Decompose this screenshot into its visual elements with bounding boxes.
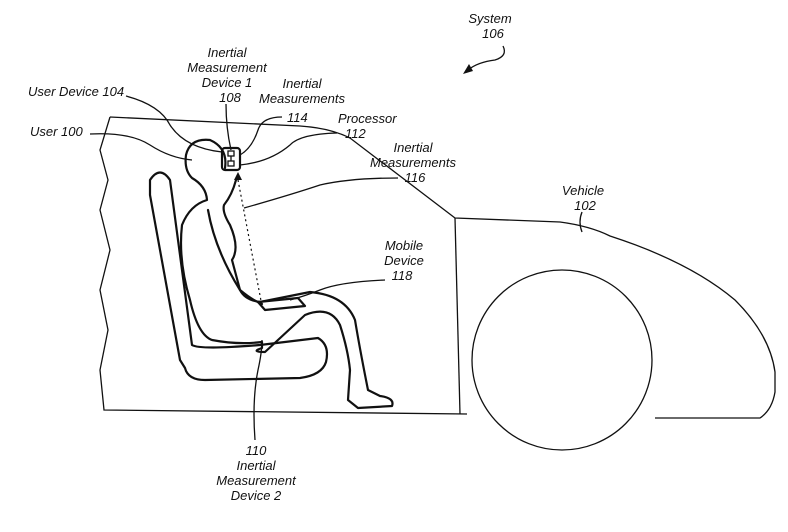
label-mobile: Mobile (385, 238, 423, 253)
user-figure (179, 138, 394, 410)
label-imu2: Measurement (216, 473, 297, 488)
leader-user-device (125, 95, 223, 153)
leader-meas114 (239, 116, 283, 156)
leader-user (89, 133, 193, 161)
label-meas114: Inertial (282, 76, 322, 91)
label-meas114: Measurements (259, 91, 345, 106)
label-imu1-num: 108 (219, 90, 241, 105)
label-processor: Processor (338, 111, 397, 126)
processor-box (227, 160, 235, 167)
label-user-device: User Device 104 (28, 84, 124, 99)
door-line (454, 217, 461, 415)
label-mobile-num: 118 (392, 268, 413, 283)
measurement-path-dotted (237, 179, 263, 307)
label-meas116: Inertial (393, 140, 433, 155)
leader-processor (239, 132, 338, 166)
imu-1-box (227, 150, 235, 157)
system-arrow (467, 45, 506, 71)
label-processor-num: 112 (345, 126, 366, 141)
vehicle-front-left-edge (99, 116, 468, 415)
label-imu1: Device 1 (202, 75, 253, 90)
label-imu1: Measurement (187, 60, 268, 75)
label-system: System (468, 11, 512, 26)
label-mobile: Device (384, 253, 424, 268)
leader-mobile (289, 279, 386, 301)
vehicle-wheel (471, 269, 653, 451)
label-meas114-num: 114 (287, 110, 308, 125)
mobile-device-118 (256, 296, 307, 312)
label-imu2: Device 2 (231, 488, 282, 503)
label-meas116-num: 116 (405, 170, 426, 185)
user-arm (206, 208, 264, 306)
label-imu1: Inertial (207, 45, 247, 60)
label-system-num: 106 (482, 26, 504, 41)
label-vehicle-num: 102 (574, 198, 596, 213)
leader-imu2 (253, 339, 263, 441)
leader-vehicle (579, 211, 583, 233)
seat (148, 171, 329, 382)
label-vehicle: Vehicle (562, 183, 604, 198)
leader-imu1 (225, 103, 232, 151)
label-imu2: Inertial (236, 458, 276, 473)
label-imu2-num: 110 (246, 443, 267, 458)
leader-meas116 (243, 177, 399, 209)
arrowhead-icon (234, 172, 242, 180)
vehicle-outline (109, 116, 776, 419)
label-user: User 100 (30, 124, 84, 139)
label-meas116: Measurements (370, 155, 456, 170)
system-arrowhead-icon (463, 64, 473, 74)
